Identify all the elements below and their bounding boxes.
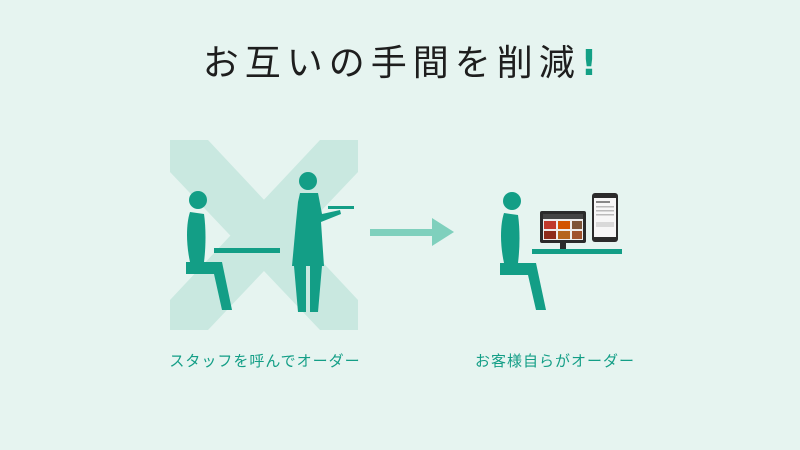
caption-after: お客様自らがオーダー <box>474 352 635 370</box>
serving-tray <box>328 206 354 209</box>
tablet-icon <box>540 211 586 249</box>
staff-figure-icon <box>292 172 341 312</box>
seated-customer-right-icon <box>500 192 546 310</box>
caption-before: スタッフを呼んでオーダー <box>169 352 361 370</box>
arrow-right-icon <box>370 218 454 246</box>
headline: お互いの手間を削減! <box>0 34 800 86</box>
headline-text: お互いの手間を削減 <box>202 43 581 84</box>
exclamation-mark: ! <box>580 43 598 84</box>
seated-customer-left-icon <box>186 191 232 310</box>
smartphone-icon <box>592 193 618 242</box>
table-right <box>532 249 622 254</box>
table-left <box>214 248 280 253</box>
